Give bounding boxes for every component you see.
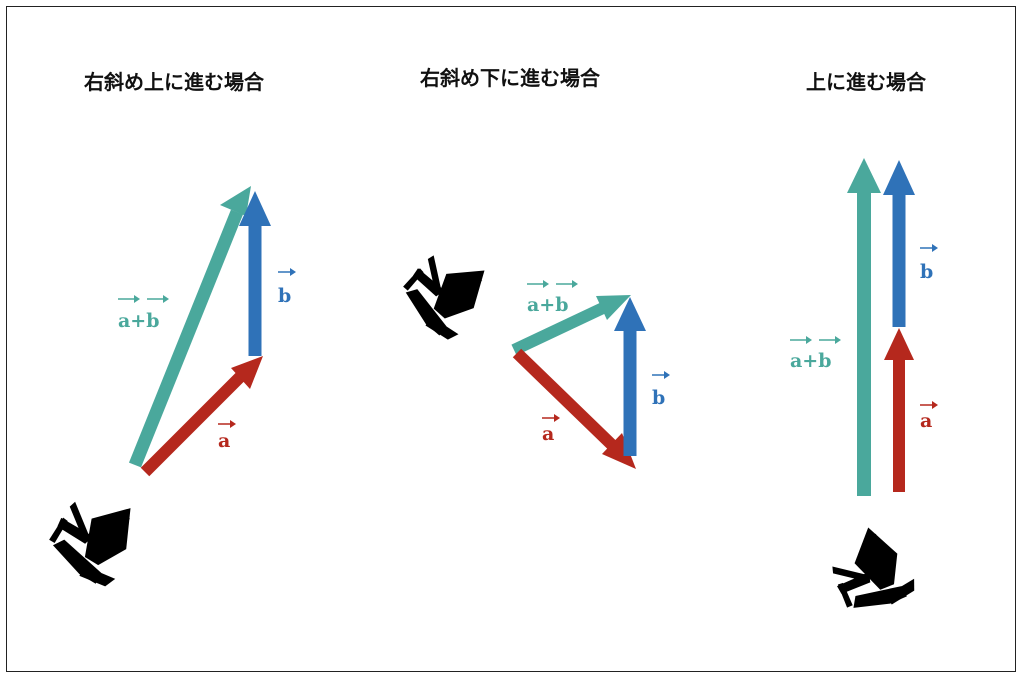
vector-b-arrow xyxy=(883,160,915,327)
panel-title-up: 上に進む場合 xyxy=(806,70,926,94)
label-sum: a+b xyxy=(118,295,169,332)
vector-a-arrow xyxy=(140,356,263,477)
ship-icon xyxy=(401,254,485,341)
vector-a-arrow xyxy=(512,348,636,469)
label-b: b xyxy=(278,268,296,307)
svg-text:a+b: a+b xyxy=(790,350,832,372)
svg-text:b: b xyxy=(920,261,933,283)
label-b: b xyxy=(652,371,670,409)
panel-down-right: a+b a b xyxy=(401,254,670,469)
label-sum: a+b xyxy=(790,336,841,372)
ship-icon xyxy=(818,521,931,632)
label-a: a xyxy=(218,420,236,452)
ship-icon xyxy=(44,494,141,594)
svg-text:a: a xyxy=(920,410,932,432)
vector-a-arrow xyxy=(884,328,914,492)
vector-sum-arrow xyxy=(511,295,631,356)
vector-sum-arrow xyxy=(128,186,251,468)
panel-up: a+b a b xyxy=(790,158,938,632)
svg-text:a+b: a+b xyxy=(118,310,160,332)
vector-b-arrow xyxy=(239,191,271,356)
svg-text:b: b xyxy=(652,387,665,409)
svg-text:a: a xyxy=(542,423,554,445)
label-a: a xyxy=(920,401,938,432)
panel-up-right: a+b a b xyxy=(44,186,296,594)
svg-text:b: b xyxy=(278,285,291,307)
label-b: b xyxy=(920,244,938,283)
panel-title-up-right: 右斜め上に進む場合 xyxy=(84,70,264,94)
diagram-frame xyxy=(6,6,1016,672)
vector-b-arrow xyxy=(614,297,646,456)
vector-sum-arrow xyxy=(847,158,881,496)
svg-text:a+b: a+b xyxy=(527,294,569,316)
label-sum: a+b xyxy=(527,280,578,316)
panel-title-down-right: 右斜め下に進む場合 xyxy=(420,66,600,90)
label-a: a xyxy=(542,414,560,445)
svg-text:a: a xyxy=(218,430,230,452)
